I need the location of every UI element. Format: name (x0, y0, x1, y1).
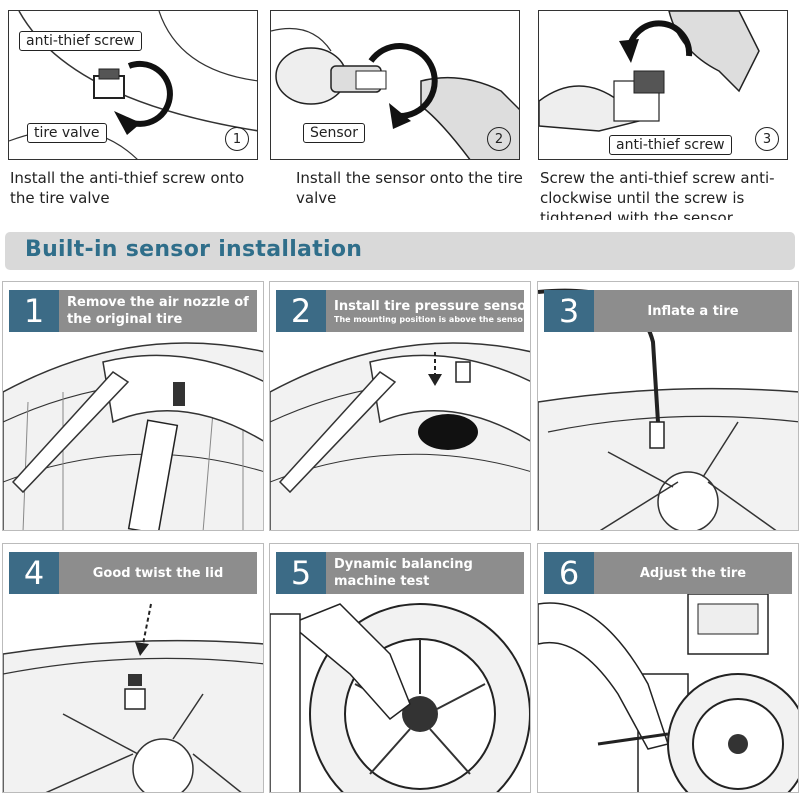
step-label-text: Dynamic balancing machine test (334, 557, 473, 589)
step-number-badge: 4 (9, 552, 59, 594)
step-number-badge: 1 (9, 290, 59, 332)
step-card-6: 6 Adjust the tire (537, 543, 799, 793)
step-label-text: Good twist the lid (92, 565, 224, 581)
top-caption-3: Screw the anti-thief screw anti-clockwis… (540, 169, 775, 220)
step-number-badge: 2 (276, 290, 326, 332)
adjust-tire-illustration (538, 593, 798, 792)
step-card-5: 5 Dynamic balancing machine test (269, 543, 531, 793)
step-circle-number: 1 (225, 127, 249, 151)
anti-thief-screw-callout: anti-thief screw (19, 31, 142, 51)
section-banner: Built-in sensor installation (5, 232, 795, 270)
step-card-3: 3 Inflate a tire (537, 281, 799, 531)
sensor-callout: Sensor (303, 123, 365, 143)
step-label: Install tire pressure sensor The mountin… (326, 290, 531, 332)
balancing-machine-illustration (270, 603, 530, 792)
top-caption-2: Install the sensor onto the tire valve (296, 169, 523, 207)
step-label-text: Remove the air nozzle of the original ti… (67, 295, 249, 327)
step-number-badge: 3 (544, 290, 594, 332)
step-number-badge: 6 (544, 552, 594, 594)
step-label-text: Install tire pressure sensor (334, 298, 531, 314)
step-circle-number: 2 (487, 127, 511, 151)
step-number-badge: 5 (276, 552, 326, 594)
step-label: Remove the air nozzle of the original ti… (59, 290, 257, 332)
top-panel-2: Sensor 2 (270, 10, 520, 160)
top-panel-1: anti-thief screw tire valve 1 (8, 10, 258, 160)
step-label: Inflate a tire (594, 290, 792, 332)
step-sublabel-text: The mounting position is above the senso (334, 314, 523, 324)
top-panel-3: anti-thief screw 3 (538, 10, 788, 160)
step-card-4: 4 Good twist the lid (2, 543, 264, 793)
step-card-1: 1 Remove the air nozzle of the original … (2, 281, 264, 531)
tire-with-tool-illustration (3, 342, 263, 530)
step-label: Good twist the lid (59, 552, 257, 594)
section-title: Built-in sensor installation (25, 237, 363, 262)
step-circle-number: 3 (755, 127, 779, 151)
step-label: Dynamic balancing machine test (326, 552, 524, 594)
step-label-text: Inflate a tire (647, 303, 739, 319)
step-label-text: Adjust the tire (639, 565, 747, 581)
tighten-screw-illustration (539, 11, 760, 132)
twist-lid-illustration (3, 603, 263, 792)
tire-valve-callout: tire valve (27, 123, 107, 143)
anti-thief-screw-callout: anti-thief screw (609, 135, 732, 155)
step-card-2: 2 Install tire pressure sensor The mount… (269, 281, 531, 531)
step-label: Adjust the tire (594, 552, 792, 594)
top-caption-1: Install the anti-thief screw onto the ti… (10, 169, 245, 207)
sensor-mounting-illustration (270, 342, 530, 530)
